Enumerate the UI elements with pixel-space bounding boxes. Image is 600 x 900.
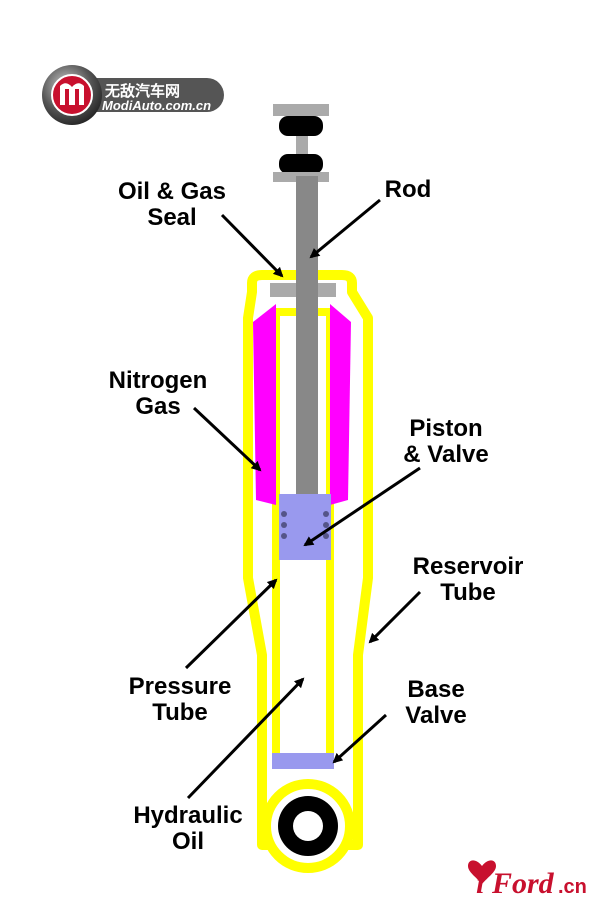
label-pressure-tube-line2: Tube	[152, 699, 208, 726]
label-hydraulic-oil: Hydraulic	[133, 802, 242, 829]
label-pressure-tube: Pressure	[129, 673, 232, 700]
heart-icon	[468, 860, 496, 884]
watermark-bar	[64, 78, 224, 112]
piston-valve-holes	[281, 511, 329, 539]
arrow-piston-valve	[303, 466, 421, 547]
brand-mark: i Ford .cn	[468, 860, 587, 900]
arrow-base-valve	[332, 713, 388, 764]
watermark-en: ModiAuto.com.cn	[102, 98, 211, 113]
brand-suffix: .cn	[558, 876, 587, 898]
rod-top-mount	[273, 104, 329, 182]
brand-letter: i	[476, 867, 485, 900]
watermark-logo-letter-icon	[60, 83, 84, 105]
arrow-reservoir-tube	[368, 590, 422, 644]
label-hydraulic-oil-line2: Oil	[172, 828, 204, 855]
label-piston-valve-line2: & Valve	[403, 441, 488, 468]
label-oil-gas-seal-line2: Seal	[147, 204, 196, 231]
top-bushing	[279, 116, 323, 136]
brand-word: Ford	[491, 867, 555, 900]
label-nitrogen-gas-line2: Gas	[135, 393, 180, 420]
arrow-hydraulic-oil	[186, 677, 305, 800]
label-rod: Rod	[385, 176, 432, 203]
mid-washer	[296, 136, 308, 154]
arrow-pressure-tube	[184, 578, 278, 670]
arrow-nitrogen-gas	[192, 406, 262, 472]
arrow-rod	[309, 198, 381, 259]
piston-rod	[296, 176, 318, 512]
label-oil-gas-seal: Oil & Gas	[118, 178, 226, 205]
nitrogen-chamber-left	[253, 304, 276, 505]
watermark-cn: 无敌汽车网	[104, 82, 180, 100]
label-reservoir-tube-line2: Tube	[440, 579, 496, 606]
piston	[279, 494, 331, 560]
base-valve	[272, 753, 334, 769]
label-nitrogen-gas: Nitrogen	[109, 367, 208, 394]
label-reservoir-tube: Reservoir	[413, 553, 524, 580]
lower-bushing	[279, 154, 323, 174]
bottom-mount-eye	[261, 779, 355, 873]
label-base-valve: Base	[407, 676, 464, 703]
label-base-valve-line2: Valve	[405, 702, 466, 729]
top-washer	[273, 104, 329, 116]
nitrogen-chamber-right	[330, 304, 351, 505]
watermark: 无敌汽车网 ModiAuto.com.cn	[42, 65, 224, 125]
label-piston-valve: Piston	[409, 415, 482, 442]
arrow-oil-gas-seal	[220, 213, 284, 278]
